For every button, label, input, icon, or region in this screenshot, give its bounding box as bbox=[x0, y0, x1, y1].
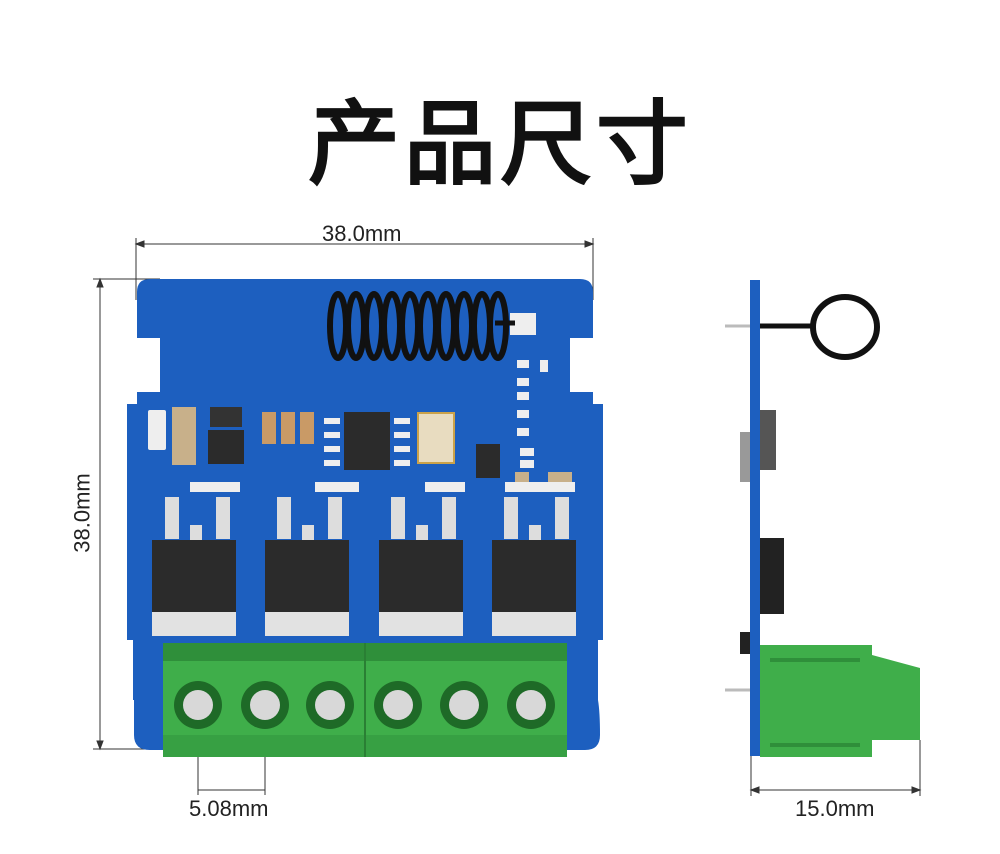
mosfets bbox=[152, 497, 576, 636]
mcu-chip bbox=[344, 412, 390, 470]
thickness-dimension-label: 15.0mm bbox=[795, 796, 875, 821]
width-dimension-label: 38.0mm bbox=[322, 221, 402, 246]
mosfet-3 bbox=[379, 497, 463, 636]
mosfet-2 bbox=[265, 497, 349, 636]
antenna-coil-side bbox=[810, 294, 880, 360]
terminal-block bbox=[163, 643, 567, 757]
crystal bbox=[417, 412, 455, 464]
antenna-coil bbox=[327, 291, 536, 361]
mosfet-4 bbox=[492, 497, 576, 636]
page-title: 产品尺寸 bbox=[307, 91, 692, 198]
pcb-edge bbox=[750, 280, 760, 756]
mosfet-1 bbox=[152, 497, 236, 636]
pitch-dimension-label: 5.08mm bbox=[189, 796, 269, 821]
height-dimension-label: 38.0mm bbox=[69, 473, 95, 553]
terminal-block-side bbox=[760, 645, 920, 757]
pcb-board bbox=[127, 279, 603, 750]
pcb-top-view bbox=[127, 279, 603, 757]
pcb-side-view bbox=[725, 280, 920, 757]
